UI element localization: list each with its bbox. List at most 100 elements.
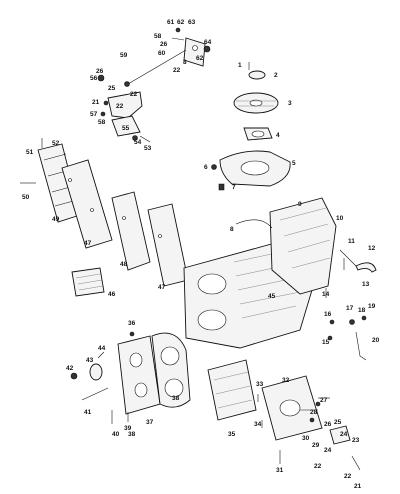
nut-29 [309, 417, 315, 423]
callout-28: 28 [310, 409, 318, 416]
callout-26: 26 [160, 41, 168, 48]
gasket-35-lines [213, 371, 253, 409]
gasket-bore-upper [160, 346, 180, 366]
callout-30: 30 [302, 435, 310, 442]
plate-3-ribs [236, 100, 276, 107]
callout-51: 51 [26, 149, 34, 156]
throttle-linkage-group [97, 27, 211, 143]
callout-58-b: 58 [98, 119, 106, 126]
callout-27: 27 [320, 397, 328, 404]
gasket-35 [207, 359, 257, 421]
hole [158, 234, 162, 238]
block-46 [71, 267, 105, 297]
seal-2 [248, 70, 266, 80]
sender-41 [81, 387, 109, 401]
callout-12: 12 [368, 245, 376, 252]
thermostat-43 [89, 363, 103, 381]
callout-55: 55 [122, 125, 130, 132]
callout-40: 40 [112, 431, 120, 438]
callout-38: 38 [128, 431, 136, 438]
callout-20: 20 [372, 337, 380, 344]
nut-64 [203, 45, 211, 53]
callout-24-b: 24 [324, 447, 332, 454]
spring-21 [351, 455, 361, 471]
callout-49: 49 [52, 216, 60, 223]
callout-25-b: 25 [334, 419, 342, 426]
callout-21-b: 21 [354, 483, 362, 490]
callout-41: 41 [84, 409, 92, 416]
gasket-47-upper [61, 159, 113, 249]
cylinder-block-group [183, 197, 377, 361]
callout-labels: 61 62 63 58 26 64 59 60 22 8 62 56 26 25… [22, 19, 380, 490]
retainer-5-bore [240, 160, 270, 176]
callout-24: 24 [340, 431, 348, 438]
spring-54 [132, 135, 138, 141]
callout-56: 56 [90, 75, 98, 82]
screw-16 [329, 319, 335, 325]
callout-9: 9 [298, 201, 302, 208]
callout-52: 52 [52, 140, 60, 147]
cylinder-bore-lower [197, 309, 227, 331]
exhaust-cover-group [20, 138, 189, 297]
throttle-lever [107, 91, 143, 119]
callout-1: 1 [238, 62, 242, 69]
block-fins [233, 247, 305, 319]
callout-13: 13 [362, 281, 370, 288]
pin-44 [97, 351, 105, 359]
linkage-bracket-plate [183, 37, 206, 67]
bracket-23 [329, 425, 351, 445]
cam-lever [111, 115, 141, 137]
callout-53: 53 [144, 145, 152, 152]
callout-43: 43 [86, 357, 94, 364]
head-port-lower [134, 382, 148, 398]
callout-6: 6 [204, 164, 208, 171]
screw-61 [175, 27, 181, 33]
callout-21: 21 [92, 99, 100, 106]
callout-62: 62 [177, 19, 185, 26]
callout-22-e: 22 [344, 473, 352, 480]
callout-22-b: 22 [130, 91, 138, 98]
callout-16: 16 [324, 311, 332, 318]
leader-8 [235, 219, 273, 229]
callout-47-b: 47 [158, 284, 166, 291]
callout-32: 32 [282, 377, 290, 384]
callout-34: 34 [254, 421, 262, 428]
callout-22-d: 22 [314, 463, 322, 470]
exhaust-plate-48 [111, 191, 151, 271]
washer-21 [103, 100, 109, 106]
cylinder-bore-upper [197, 273, 227, 295]
callout-46: 46 [108, 291, 116, 298]
callout-19: 19 [368, 303, 376, 310]
callout-7: 7 [232, 184, 236, 191]
callout-5: 5 [292, 160, 296, 167]
crankcase-half-9 [269, 197, 337, 295]
callout-2: 2 [274, 72, 278, 79]
callout-4: 4 [276, 132, 280, 139]
callout-33: 33 [256, 381, 264, 388]
throttle-rod [127, 49, 187, 85]
head-port-upper [129, 352, 143, 368]
washer-28 [315, 401, 321, 407]
bolt-11 [339, 249, 357, 267]
block-46-lines [75, 273, 104, 291]
leader [171, 37, 185, 41]
callout-22-c: 22 [116, 103, 124, 110]
callout-62-b: 62 [196, 55, 204, 62]
callout-45: 45 [268, 293, 276, 300]
bolt-7 [218, 183, 225, 191]
lever-pin [139, 135, 151, 143]
callout-50: 50 [22, 194, 30, 201]
callout-17: 17 [346, 305, 354, 312]
callout-60: 60 [158, 50, 166, 57]
rod-20 [355, 331, 367, 361]
bracket-hole [192, 45, 198, 51]
callout-29: 29 [312, 442, 320, 449]
callout-26-b: 26 [96, 68, 104, 75]
callout-54: 54 [134, 139, 142, 146]
callout-35: 35 [228, 431, 236, 438]
callout-36: 36 [128, 320, 136, 327]
clip-13 [355, 262, 377, 273]
gasket-4-hole [251, 130, 265, 138]
callout-25: 25 [108, 85, 116, 92]
